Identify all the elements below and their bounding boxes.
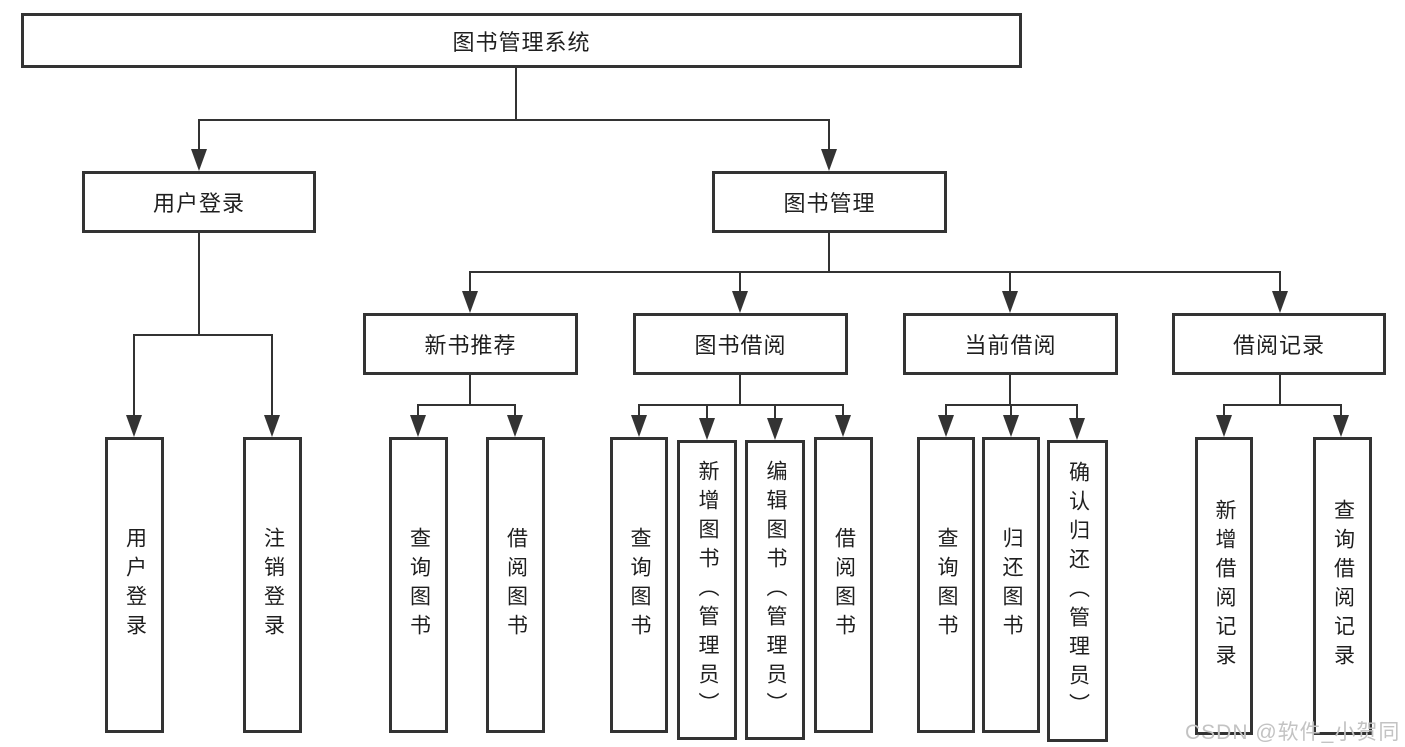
leaf-bb-borrow-book: 借阅图书 [814,437,873,733]
leaf-nb-query-book: 查询图书 [389,437,448,733]
leaf-logout: 注销登录 [243,437,302,733]
arrow-book-borrow [732,291,748,313]
arrow-book-management [821,149,837,171]
connector-drop-login-leaf [133,334,135,418]
connector-drop-new-book [469,271,471,293]
arrow-login-leaf [126,415,142,437]
connector-drop-book-management [828,119,830,152]
connector-drop-bb-borrow [842,404,844,418]
node-book-borrowing: 图书借阅 [633,313,848,375]
leaf-br-query-record: 查询借阅记录 [1313,437,1372,735]
connector-current-borrow-stem [1009,375,1011,406]
connector-user-login-bus [133,334,273,336]
node-library-management-system: 图书管理系统 [21,13,1022,68]
node-current-borrowing: 当前借阅 [903,313,1118,375]
connector-drop-nb-borrow [514,404,516,418]
connector-drop-book-borrow [739,271,741,293]
leaf-user-login: 用户登录 [105,437,164,733]
arrow-bb-edit [767,418,783,440]
connector-book-management-stem [828,233,830,273]
connector-book-borrow-stem [739,375,741,406]
connector-root-stem [515,68,517,120]
arrow-borrow-record [1272,291,1288,313]
connector-book-borrow-bus [638,404,844,406]
connector-drop-borrow-record [1279,271,1281,293]
leaf-bb-edit-book-admin: 编辑图书（管理员） [745,440,805,740]
connector-drop-current-borrow [1009,271,1011,293]
leaf-cb-return-book: 归还图书 [982,437,1040,733]
arrow-user-login [191,149,207,171]
leaf-cb-query-book: 查询图书 [917,437,975,733]
arrow-current-borrow [1002,291,1018,313]
connector-drop-br-add [1223,404,1225,418]
arrow-cb-query [938,415,954,437]
connector-new-book-bus [417,404,516,406]
arrow-bb-add [699,418,715,440]
connector-drop-user-login [198,119,200,152]
arrow-nb-borrow [507,415,523,437]
connector-level2-bus [198,119,830,121]
leaf-bb-query-book: 查询图书 [610,437,668,733]
arrow-br-query [1333,415,1349,437]
node-borrowing-records: 借阅记录 [1172,313,1386,375]
leaf-br-add-record: 新增借阅记录 [1195,437,1253,735]
connector-drop-cb-return [1010,404,1012,418]
connector-borrow-record-stem [1279,375,1281,406]
connector-user-login-stem [198,233,200,336]
connector-drop-cb-confirm [1076,404,1078,420]
arrow-bb-query [631,415,647,437]
node-book-management: 图书管理 [712,171,947,233]
csdn-watermark: CSDN @软件_小贺同学 [1185,721,1401,744]
connector-new-book-stem [469,375,471,406]
connector-drop-nb-query [417,404,419,418]
arrow-logout-leaf [264,415,280,437]
node-user-login: 用户登录 [82,171,316,233]
leaf-bb-add-book-admin: 新增图书（管理员） [677,440,737,740]
connector-borrow-record-bus [1223,404,1342,406]
connector-drop-bb-query [638,404,640,418]
arrow-br-add [1216,415,1232,437]
arrow-cb-confirm [1069,418,1085,440]
connector-drop-logout-leaf [271,334,273,418]
leaf-nb-borrow-book: 借阅图书 [486,437,545,733]
arrow-nb-query [410,415,426,437]
arrow-cb-return [1003,415,1019,437]
arrow-new-book [462,291,478,313]
node-new-book-recommend: 新书推荐 [363,313,578,375]
connector-drop-bb-edit [774,404,776,420]
arrow-bb-borrow [835,415,851,437]
leaf-cb-confirm-return-admin: 确认归还（管理员） [1047,440,1108,742]
connector-drop-br-query [1340,404,1342,418]
connector-drop-bb-add [706,404,708,420]
connector-level3-bus [469,271,1281,273]
connector-drop-cb-query [945,404,947,418]
